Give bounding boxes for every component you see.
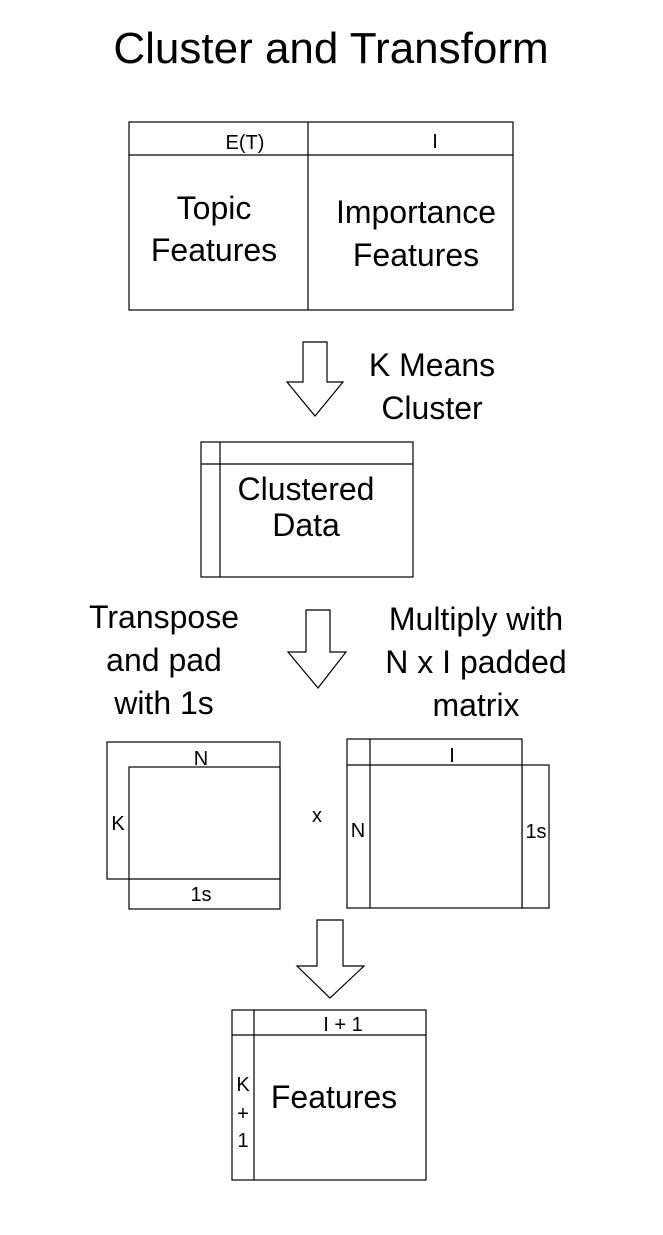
padded-matrix: I N 1s <box>346 738 550 909</box>
importance-header-label: I <box>432 131 438 153</box>
transpose-caption-line-3: with 1s <box>113 685 214 721</box>
transposed-matrix-side-label: K <box>111 813 125 835</box>
down-arrow-icon <box>285 341 345 417</box>
multiply-caption-line-3: matrix <box>432 687 519 723</box>
transpose-caption-line-1: Transpose <box>89 599 239 635</box>
clustered-data-line-1: Clustered <box>238 471 375 507</box>
clustered-data-line-2: Data <box>272 507 340 543</box>
transposed-matrix-top-label: N <box>194 748 208 770</box>
padded-matrix-right-label: 1s <box>525 821 546 843</box>
down-arrow-icon <box>286 609 348 689</box>
k-means-caption-line-2: Cluster <box>381 390 483 426</box>
multiply-sign: x <box>312 805 322 827</box>
result-side-label-one: 1 <box>237 1130 248 1152</box>
result-features-table: I + 1 K + 1 Features <box>231 1009 427 1181</box>
result-side-label-plus: + <box>237 1103 249 1125</box>
padded-matrix-top-label: I <box>449 745 455 767</box>
result-features-label: Features <box>271 1079 397 1115</box>
padded-matrix-side-label: N <box>351 820 365 842</box>
importance-features-line-2: Features <box>353 237 479 273</box>
topic-header-label: E(T) <box>226 132 265 154</box>
transpose-caption-line-2: and pad <box>106 642 222 678</box>
topic-features-line-2: Features <box>151 232 277 268</box>
down-arrow-icon <box>295 919 366 999</box>
result-top-label: I + 1 <box>323 1014 362 1036</box>
topic-features-line-1: Topic <box>177 190 252 226</box>
clustered-data-table: Clustered Data <box>200 441 414 578</box>
transposed-matrix-bottom-label: 1s <box>190 884 211 906</box>
diagram-title: Cluster and Transform <box>113 24 548 73</box>
multiply-caption-line-1: Multiply with <box>389 601 563 637</box>
multiply-caption-line-2: N x I padded <box>385 644 566 680</box>
topic-importance-table: E(T) I Topic Features Importance Feature… <box>128 121 514 311</box>
importance-features-line-1: Importance <box>336 194 496 230</box>
result-side-label-k: K <box>236 1074 250 1096</box>
k-means-caption-line-1: K Means <box>369 347 495 383</box>
transposed-matrix: N K 1s <box>106 741 281 910</box>
